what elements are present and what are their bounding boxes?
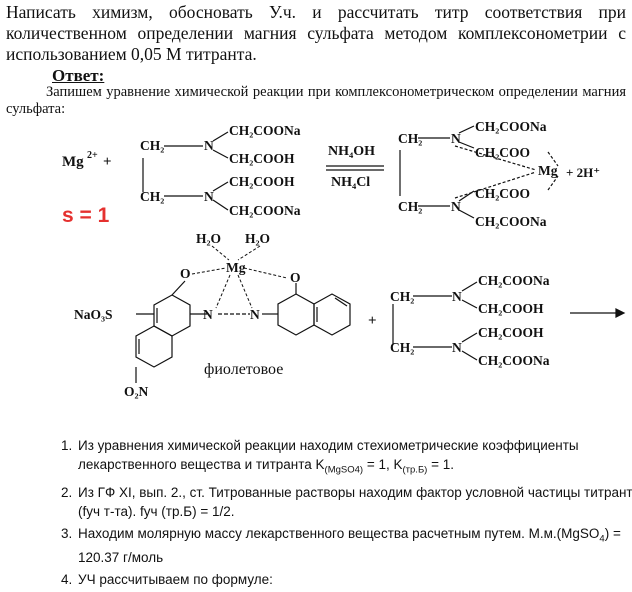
svg-text:CH₂: CH₂ [390, 289, 414, 304]
svg-text:CH₂COONa: CH₂COONa [475, 214, 547, 229]
svg-text:CH₂COONa: CH₂COONa [229, 203, 301, 218]
svg-text:2+: 2+ [87, 150, 98, 161]
indicator-labels: O O N N NaO₃S O₂N [74, 266, 301, 399]
reaction-scheme: Mg 2+ + CH₂ CH₂ N N CH₂COONa CH₂COOH CH₂… [62, 119, 626, 399]
svg-text:O: O [180, 266, 191, 281]
task-statement: Написать химизм, обосновать У.ч. и рассч… [6, 2, 626, 64]
svg-text:O₂N: O₂N [124, 384, 149, 399]
svg-text:N: N [451, 199, 461, 214]
svg-text:N: N [204, 189, 214, 204]
svg-text:+: + [103, 154, 112, 170]
svg-text:NH₄OH: NH₄OH [328, 144, 375, 159]
svg-text:CH₂: CH₂ [140, 138, 164, 153]
svg-text:H₂O: H₂O [245, 231, 270, 246]
svg-text:CH₂COO: CH₂COO [475, 186, 530, 201]
trilon-b-structure [142, 131, 229, 211]
water-ligands: H₂O H₂O [196, 231, 270, 246]
magnesium-complex-labels: CH₂ CH₂ N N CH₂COONa CH₂COO Mg CH₂COO CH… [398, 119, 600, 229]
svg-text:Mg: Mg [62, 154, 84, 170]
svg-text:CH₂COOH: CH₂COOH [478, 325, 544, 340]
svg-text:CH₂: CH₂ [398, 199, 422, 214]
svg-text:CH₂COONa: CH₂COONa [229, 123, 301, 138]
indicator-magnesium-label: Mg [226, 260, 246, 275]
svg-text:CH₂COONa: CH₂COONa [478, 353, 550, 368]
step-item: УЧ рассчитываем по формуле: [76, 570, 632, 589]
step-item: Из уравнения химической реакции находим … [76, 436, 632, 480]
plus-sign: + [368, 313, 377, 329]
svg-text:CH₂: CH₂ [390, 340, 414, 355]
reaction-arrow [570, 308, 626, 318]
svg-text:CH₂COO: CH₂COO [475, 145, 530, 160]
trilon-b-second-structure [392, 281, 478, 361]
step-item: Из ГФ XI, вып. 2., ст. Титрованные раств… [76, 483, 632, 521]
answer-heading: Ответ: [52, 66, 105, 85]
solution-steps: Из уравнения химической реакции находим … [40, 436, 632, 592]
svg-text:N: N [452, 340, 462, 355]
svg-text:N: N [203, 307, 213, 322]
svg-text:NH₄Cl: NH₄Cl [331, 175, 370, 190]
trilon-b-second-labels: CH₂ CH₂ N N CH₂COONa CH₂COOH CH₂COOH CH₂… [390, 273, 550, 368]
step-item: Находим молярную массу лекарственного ве… [76, 524, 632, 568]
coordination-bonds [191, 245, 288, 309]
naphthalene-right-ring [218, 283, 351, 336]
magnesium-complex-structure [399, 125, 559, 219]
indicator-color-label: фиолетовое [204, 361, 283, 378]
svg-text:NaO₃S: NaO₃S [74, 307, 113, 322]
reaction-arrow-reagents: NH₄OH NH₄Cl [326, 144, 384, 190]
svg-text:N: N [451, 131, 461, 146]
svg-text:+ 2H⁺: + 2H⁺ [566, 165, 600, 180]
naphthalene-left-ring [135, 280, 207, 383]
svg-text:CH₂: CH₂ [140, 189, 164, 204]
svg-text:CH₂COONa: CH₂COONa [478, 273, 550, 288]
svg-text:CH₂COOH: CH₂COOH [229, 151, 295, 166]
svg-text:N: N [452, 289, 462, 304]
svg-text:CH₂COONa: CH₂COONa [475, 119, 547, 134]
magnesium-ion: Mg 2+ + [62, 150, 112, 170]
svg-text:Mg: Mg [538, 163, 558, 178]
svg-text:CH₂COOH: CH₂COOH [478, 301, 544, 316]
svg-text:CH₂COOH: CH₂COOH [229, 174, 295, 189]
stoichiometry-label: s = 1 [62, 204, 110, 227]
trilon-b-labels: CH₂ CH₂ N N CH₂COONa CH₂COOH CH₂COOH CH₂… [140, 123, 301, 218]
svg-text:N: N [250, 307, 260, 322]
intro-paragraph: Запишем уравнение химической реакции при… [6, 84, 626, 117]
svg-text:N: N [204, 138, 214, 153]
svg-text:CH₂: CH₂ [398, 131, 422, 146]
svg-text:H₂O: H₂O [196, 231, 221, 246]
svg-text:O: O [290, 270, 301, 285]
